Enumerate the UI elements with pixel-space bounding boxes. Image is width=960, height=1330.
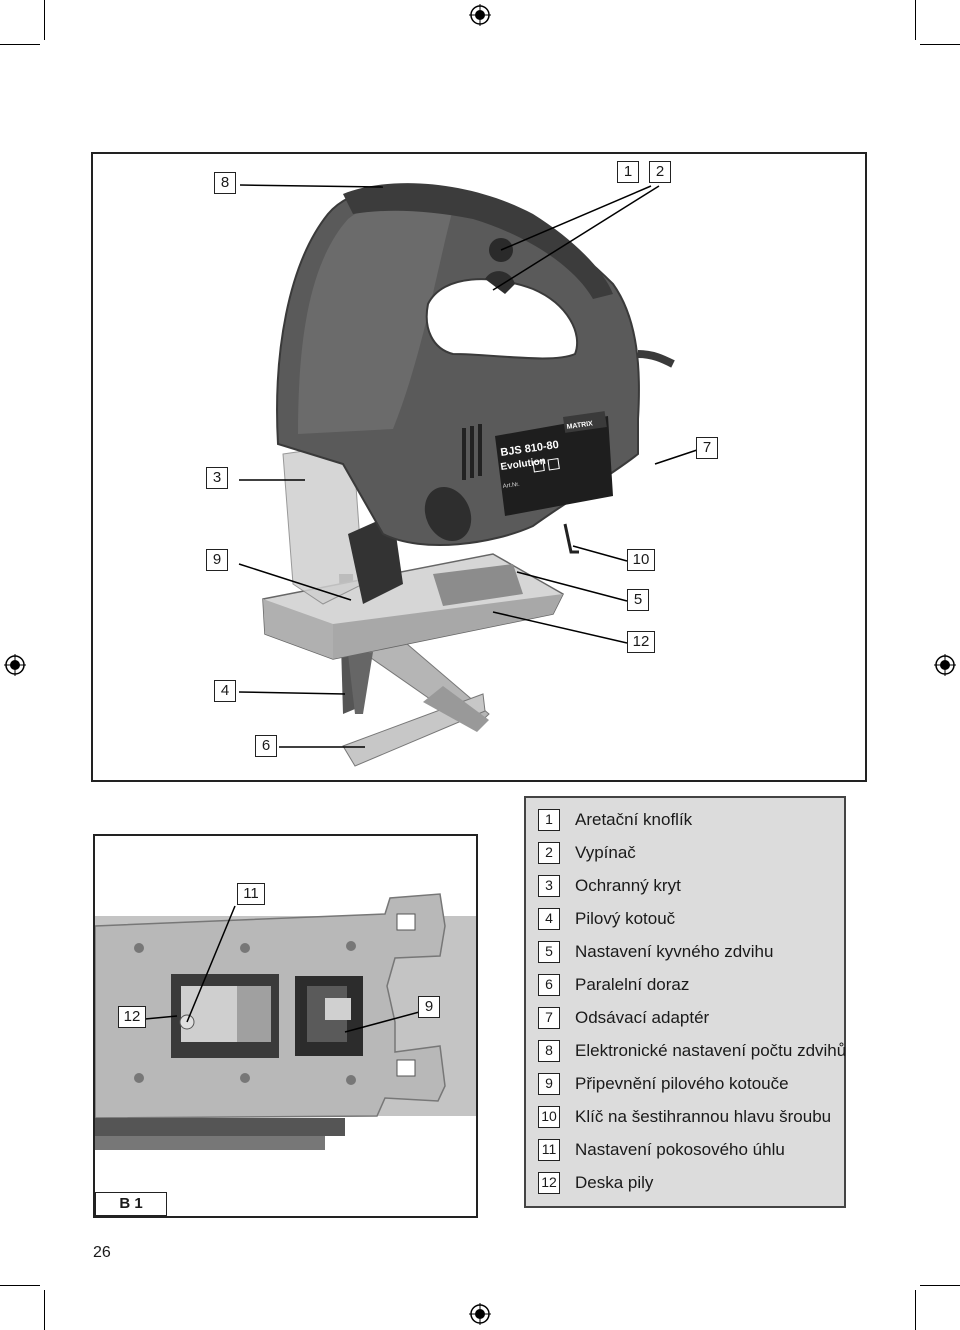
callout-12: 12: [627, 631, 655, 653]
legend-number: 6: [538, 974, 560, 996]
legend-item: 12 Deska pily: [538, 1171, 653, 1195]
base-plate-detail-illustration: [95, 893, 476, 1150]
crop-mark: [0, 1285, 40, 1286]
legend-label: Připevnění pilového kotouče: [575, 1074, 789, 1093]
legend-item: 6 Paralelní doraz: [538, 973, 689, 997]
legend-item: 8 Elektronické nastavení počtu zdvihů: [538, 1039, 846, 1063]
legend-label: Vypínač: [575, 843, 636, 862]
detail-callout-12: 12: [118, 1006, 146, 1028]
crop-mark: [44, 1290, 45, 1330]
detail-callout-11: 11: [237, 883, 265, 905]
registration-mark-icon: [469, 1303, 491, 1325]
legend-number: 12: [538, 1172, 560, 1194]
registration-mark-icon: [469, 4, 491, 26]
figure-label: B 1: [95, 1192, 167, 1216]
callout-5: 5: [627, 589, 649, 611]
callout-7: 7: [696, 437, 718, 459]
legend-item: 1 Aretační knoflík: [538, 808, 692, 832]
callout-6: 6: [255, 735, 277, 757]
legend-item: 4 Pilový kotouč: [538, 907, 675, 931]
legend-label: Klíč na šestihrannou hlavu šroubu: [575, 1107, 832, 1126]
crop-mark: [920, 1285, 960, 1286]
callout-4: 4: [214, 680, 236, 702]
parts-legend: 1 Aretační knoflík 2 Vypínač 3 Ochranný …: [524, 796, 846, 1208]
label-brand: MATRIX: [566, 420, 593, 431]
legend-item: 7 Odsávací adaptér: [538, 1006, 709, 1030]
legend-label: Ochranný kryt: [575, 876, 681, 895]
legend-item: 2 Vypínač: [538, 841, 636, 865]
legend-label: Pilový kotouč: [575, 909, 676, 928]
legend-number: 1: [538, 809, 560, 831]
legend-number: 10: [538, 1106, 560, 1128]
legend-number: 2: [538, 842, 560, 864]
legend-label: Deska pily: [575, 1173, 654, 1192]
crop-mark: [44, 0, 45, 40]
callout-2: 2: [649, 161, 671, 183]
detail-figure-frame: [93, 834, 478, 1218]
legend-number: 5: [538, 941, 560, 963]
legend-item: 5 Nastavení kyvného zdvihu: [538, 940, 773, 964]
page-number: 26: [93, 1244, 111, 1261]
legend-number: 11: [538, 1139, 560, 1161]
callout-3: 3: [206, 467, 228, 489]
legend-number: 3: [538, 875, 560, 897]
legend-number: 8: [538, 1040, 560, 1062]
legend-item: 11 Nastavení pokosového úhlu: [538, 1138, 785, 1162]
callout-1: 1: [617, 161, 639, 183]
crop-mark: [0, 44, 40, 45]
label-art: Art.Nr.: [502, 482, 520, 490]
registration-mark-icon: [4, 654, 26, 676]
legend-label: Nastavení pokosového úhlu: [575, 1140, 785, 1159]
registration-mark-icon: [934, 654, 956, 676]
callout-8: 8: [214, 172, 236, 194]
crop-mark: [915, 0, 916, 40]
legend-number: 9: [538, 1073, 560, 1095]
legend-number: 4: [538, 908, 560, 930]
callout-10: 10: [627, 549, 655, 571]
legend-label: Paralelní doraz: [575, 975, 690, 994]
crop-mark: [915, 1290, 916, 1330]
legend-item: 9 Připevnění pilového kotouče: [538, 1072, 789, 1096]
crop-mark: [920, 44, 960, 45]
legend-label: Odsávací adaptér: [575, 1008, 710, 1027]
legend-item: 3 Ochranný kryt: [538, 874, 681, 898]
legend-label: Elektronické nastavení počtu zdvihů: [575, 1041, 847, 1060]
detail-callout-9: 9: [418, 996, 440, 1018]
legend-label: Nastavení kyvného zdvihu: [575, 942, 774, 961]
callout-9: 9: [206, 549, 228, 571]
legend-number: 7: [538, 1007, 560, 1029]
jigsaw-illustration: BJS 810-80 Evolution Art.Nr. MATRIX: [238, 183, 698, 767]
legend-item: 10 Klíč na šestihrannou hlavu šroubu: [538, 1105, 831, 1129]
legend-label: Aretační knoflík: [575, 810, 693, 829]
